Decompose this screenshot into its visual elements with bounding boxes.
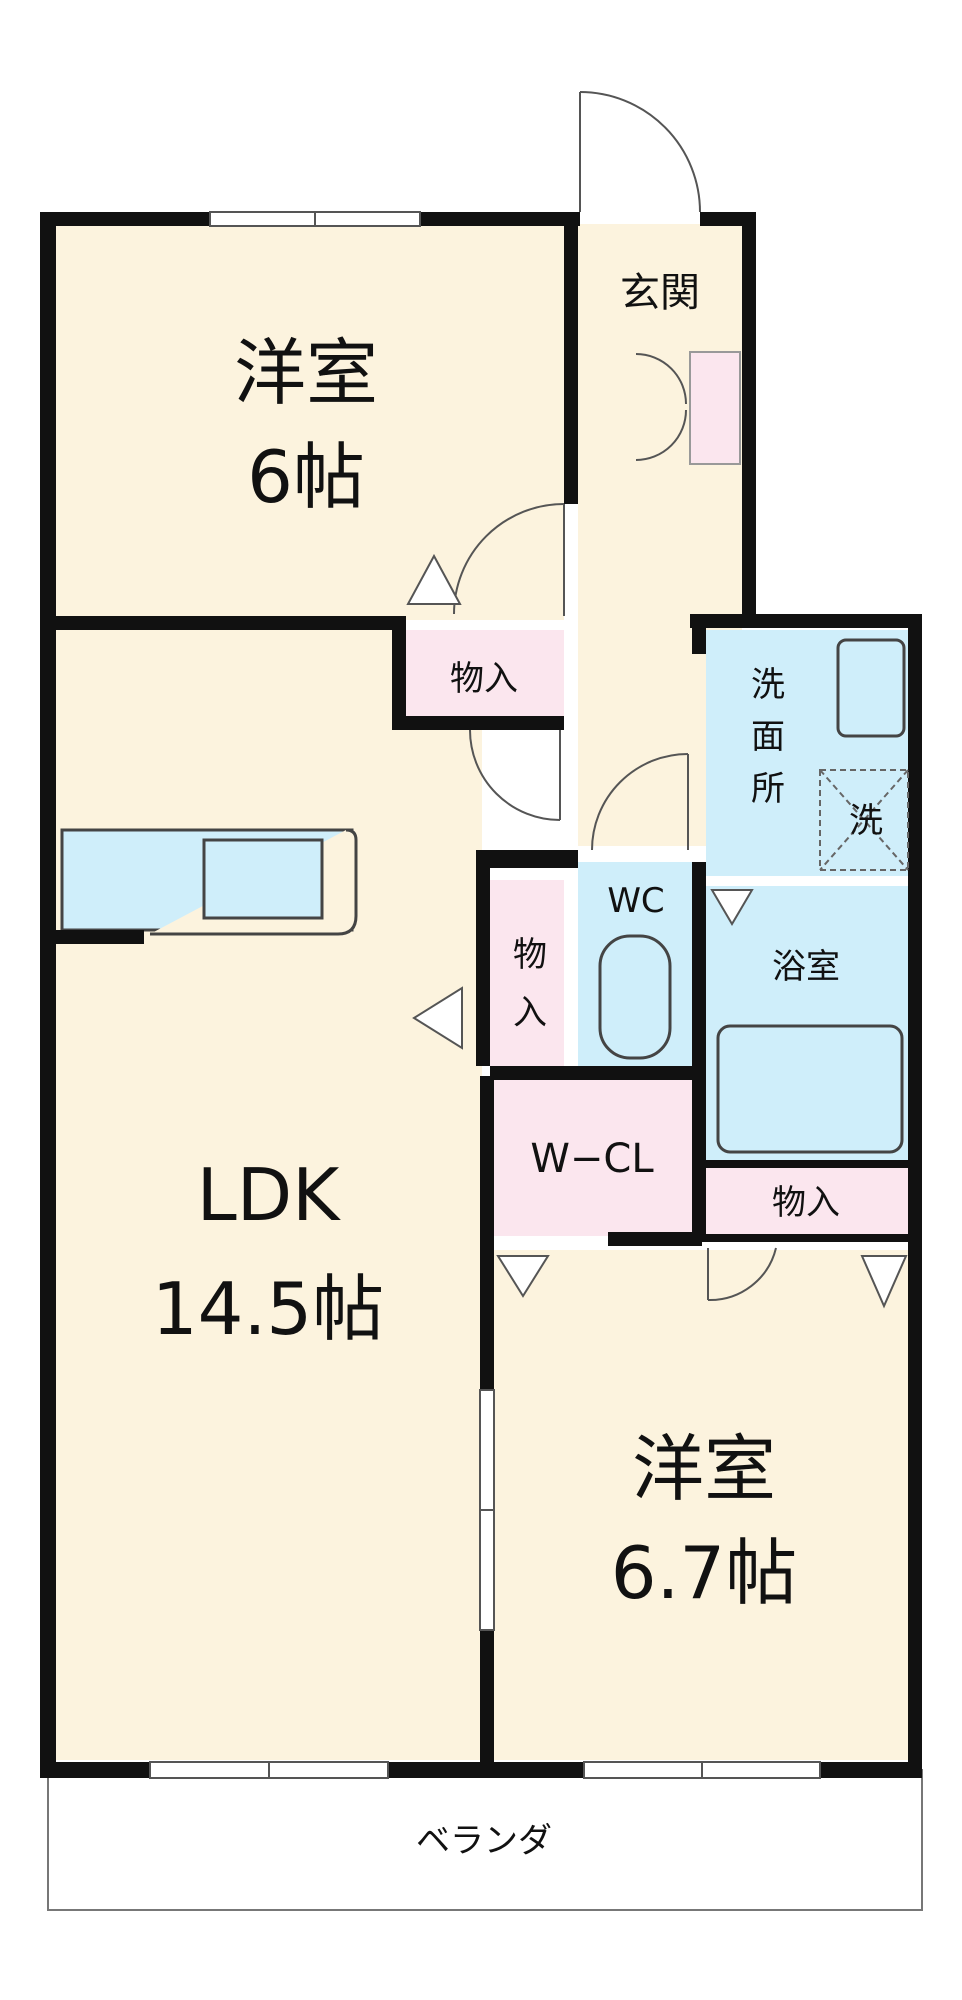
walls <box>40 212 922 1778</box>
washroom-label-3: 所 <box>751 769 785 809</box>
walk-in-closet-label: W−CL <box>530 1136 654 1182</box>
windows <box>149 211 821 1779</box>
veranda-label: ベランダ <box>416 1821 552 1861</box>
storage-1-floor <box>406 630 564 716</box>
bathroom-label: 浴室 <box>772 947 840 987</box>
storage-3-label: 物入 <box>772 1183 840 1223</box>
western-room-1-floor <box>48 224 564 620</box>
western-room-1-name: 洋室 <box>234 331 378 415</box>
storage-1-label: 物入 <box>450 659 518 699</box>
western-room-2-floor <box>494 1250 908 1760</box>
storage-2-label-top: 物 <box>513 935 547 975</box>
walk-in-closet-floor <box>494 1080 692 1236</box>
storage-3-floor <box>706 1168 908 1234</box>
closet-markers <box>406 553 908 1309</box>
kitchen-sink-icon <box>202 838 324 920</box>
ldk-name: LDK <box>197 1153 342 1237</box>
washer-label: 洗 <box>849 801 883 841</box>
doors <box>453 91 777 1302</box>
wc-label: WC <box>607 881 664 921</box>
washer-diagonal-2 <box>819 769 909 871</box>
western-room-1-size: 6帖 <box>247 435 365 519</box>
shoe-cabinet <box>689 351 741 465</box>
storage-2-label-bottom: 入 <box>513 993 547 1033</box>
western-room-2-size: 6.7帖 <box>611 1531 798 1615</box>
toilet-icon <box>598 934 672 1060</box>
washroom-label-2: 面 <box>751 717 785 757</box>
bathtub-icon <box>716 1024 904 1154</box>
vanity-sink-icon <box>836 638 906 738</box>
ldk-size: 14.5帖 <box>152 1267 384 1351</box>
western-room-2-name: 洋室 <box>632 1427 776 1511</box>
entrance-label: 玄関 <box>620 270 700 316</box>
storage-2-floor <box>490 880 564 1066</box>
washer-diagonal-1 <box>819 769 909 871</box>
washroom-label-1: 洗 <box>751 665 785 705</box>
ldk-floor <box>56 630 482 1760</box>
veranda-floor <box>47 1769 923 1911</box>
